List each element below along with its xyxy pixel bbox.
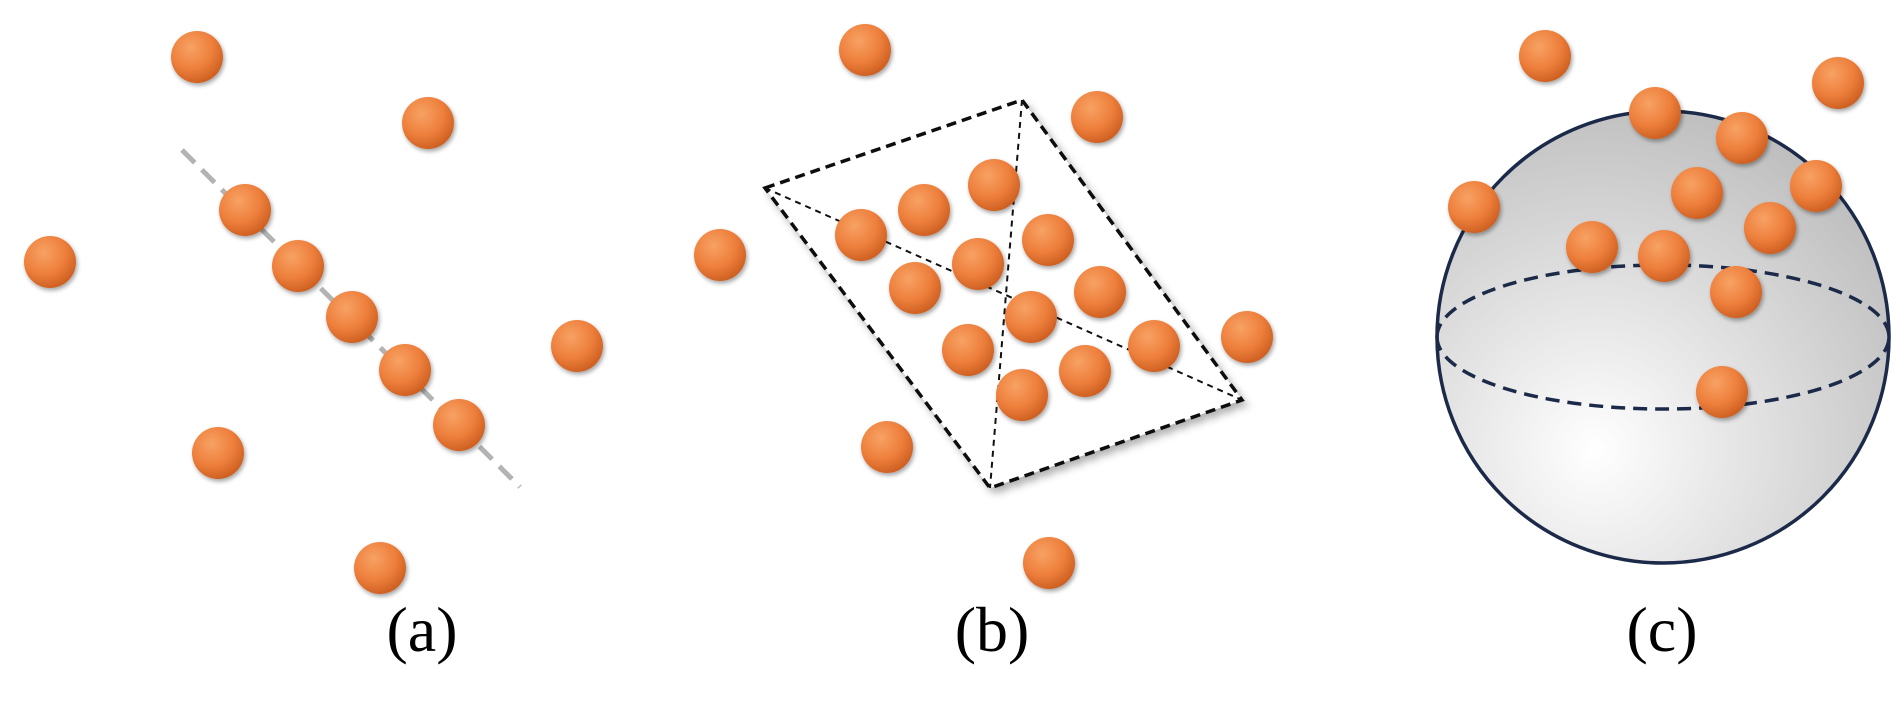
panel-b-point-2 bbox=[694, 229, 746, 281]
panel-b-point-0 bbox=[839, 24, 891, 76]
plane-diagonal-2 bbox=[989, 99, 1023, 489]
panel-b-point-10 bbox=[952, 238, 1004, 290]
panel-b-point-15 bbox=[996, 369, 1048, 421]
plane-outline bbox=[762, 97, 1245, 491]
panel-b-point-4 bbox=[861, 421, 913, 473]
panel-b-points bbox=[694, 24, 1273, 589]
panel-c-point-8 bbox=[1638, 230, 1690, 282]
panel-c-point-0 bbox=[1519, 30, 1571, 82]
panel-c-label: (c) bbox=[1626, 594, 1698, 665]
plane-shadow-group bbox=[762, 97, 1245, 491]
panel-a-point-7 bbox=[272, 240, 324, 292]
panel-c-point-11 bbox=[1696, 366, 1748, 418]
panel-b-point-8 bbox=[968, 159, 1020, 211]
panel-a-point-2 bbox=[24, 236, 76, 288]
panel-c-point-6 bbox=[1790, 160, 1842, 212]
panel-b-point-14 bbox=[1074, 266, 1126, 318]
panel-b-plane-structure bbox=[694, 24, 1273, 589]
panel-a-point-1 bbox=[402, 97, 454, 149]
panel-b-point-12 bbox=[942, 324, 994, 376]
panel-a-point-0 bbox=[171, 31, 223, 83]
panel-a-point-6 bbox=[219, 184, 271, 236]
panel-b-point-13 bbox=[1005, 291, 1057, 343]
panel-b-point-6 bbox=[835, 209, 887, 261]
panel-c-point-3 bbox=[1716, 112, 1768, 164]
panel-c-sphere-structure bbox=[1435, 30, 1891, 565]
panel-c-point-2 bbox=[1629, 87, 1681, 139]
panel-a-point-9 bbox=[379, 344, 431, 396]
panel-a-points bbox=[24, 31, 603, 594]
panel-b-point-7 bbox=[898, 184, 950, 236]
panel-c-point-4 bbox=[1448, 181, 1500, 233]
panel-a-point-5 bbox=[354, 542, 406, 594]
panel-b-point-3 bbox=[1221, 311, 1273, 363]
panel-a-point-4 bbox=[192, 427, 244, 479]
panel-c-point-5 bbox=[1671, 167, 1723, 219]
panel-c-point-1 bbox=[1812, 57, 1864, 109]
panel-b-point-11 bbox=[1022, 214, 1074, 266]
panel-b-point-1 bbox=[1071, 91, 1123, 143]
panel-b-point-17 bbox=[1128, 320, 1180, 372]
panel-b-point-16 bbox=[1059, 345, 1111, 397]
panel-a-point-10 bbox=[433, 399, 485, 451]
panel-c-point-10 bbox=[1710, 266, 1762, 318]
panel-c-points bbox=[1448, 30, 1864, 418]
panel-a-point-8 bbox=[326, 291, 378, 343]
panel-b-point-9 bbox=[889, 262, 941, 314]
panel-c-point-9 bbox=[1744, 202, 1796, 254]
panel-b-label: (b) bbox=[954, 594, 1030, 665]
panel-c-point-7 bbox=[1566, 221, 1618, 273]
panel-b-point-5 bbox=[1023, 537, 1075, 589]
panel-a-label: (a) bbox=[386, 594, 458, 665]
panel-a-line-structure bbox=[24, 31, 603, 594]
panel-a-point-3 bbox=[551, 320, 603, 372]
